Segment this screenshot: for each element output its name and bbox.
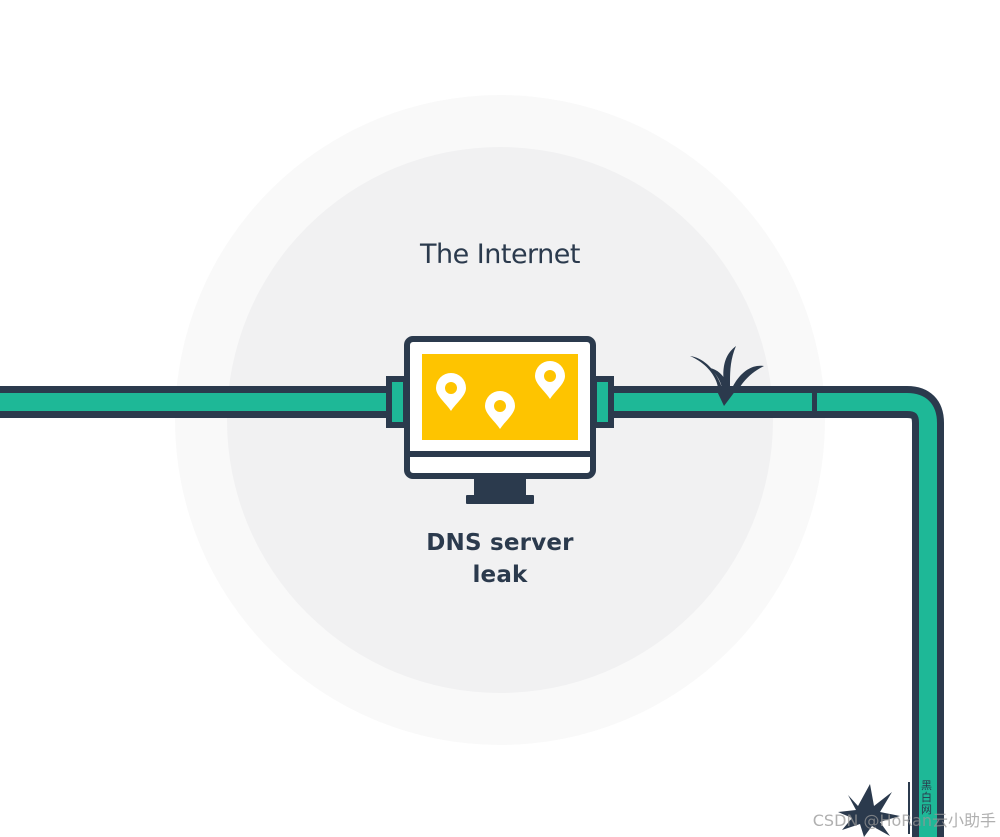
caption-line-1: DNS server: [0, 530, 1000, 556]
caption-line-2: leak: [0, 562, 1000, 588]
internet-title: The Internet: [0, 239, 1000, 270]
right-coupling: [594, 379, 611, 425]
watermark-text: CSDN @HoRan云小助手: [813, 807, 996, 831]
left-pipe: [0, 386, 398, 418]
left-coupling: [389, 379, 406, 425]
